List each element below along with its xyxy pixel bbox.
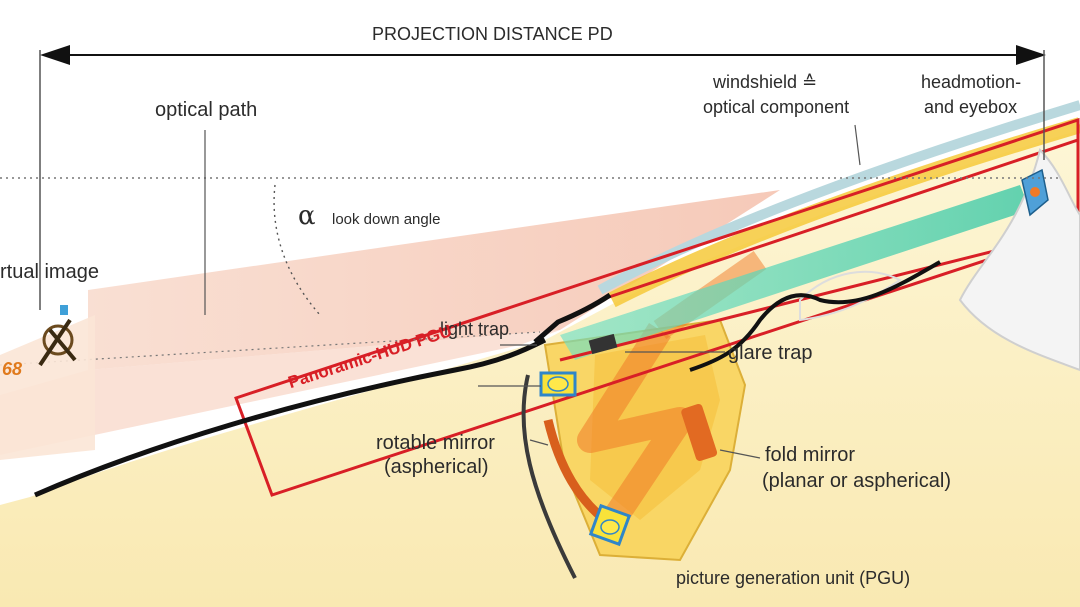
light-trap-label: light trap (440, 319, 510, 339)
optical-path-lower (0, 330, 560, 455)
fold-leader (719, 449, 761, 459)
rotable-leader (529, 439, 549, 446)
windshield-leader (854, 124, 861, 166)
glare-trap-label: glare trap (728, 342, 813, 364)
look-down-angle-label: look down angle (332, 211, 441, 228)
rotable-mirror-label-line2: (aspherical) (384, 456, 489, 478)
arrowhead-left (40, 45, 70, 65)
arrowhead-right (1016, 45, 1046, 65)
green-beam (560, 185, 1030, 360)
fold-mirror-label-line2: (planar or aspherical) (762, 470, 951, 492)
eye-dot (1030, 187, 1040, 197)
dashboard-line (34, 337, 547, 498)
steering-hint (799, 270, 902, 322)
hud-pgu-lens (547, 376, 569, 392)
alpha-symbol: α (298, 201, 316, 231)
windshield-label-line1: windshield ≙ (713, 72, 818, 92)
fold-mirror (681, 403, 718, 461)
rotable-mirror-label-line1: rotable mirror (376, 432, 495, 454)
virtual-image: 68 (0, 305, 95, 460)
glare-trap (588, 333, 618, 355)
headmotion-label-line1: headmotion- (921, 72, 1022, 92)
headmotion-label-line2: and eyebox (924, 97, 1018, 117)
light-trap-line (533, 292, 612, 344)
pgu-label: picture generation unit (PGU) (676, 568, 911, 588)
windshield-label-line2: optical component (703, 97, 850, 117)
glare-trap-line (689, 260, 941, 372)
orange-beam (577, 323, 693, 533)
fold-mirror-label-line1: fold mirror (765, 444, 856, 466)
virtual-image-label: rtual image (0, 261, 99, 283)
optical-path-label: optical path (155, 99, 258, 121)
driver-head (958, 148, 1080, 372)
svg-text:68: 68 (2, 359, 22, 379)
windshield-inner (608, 117, 1080, 308)
housing-wall (521, 374, 577, 579)
eyebox-outline (559, 137, 1080, 362)
projection-distance-label: PROJECTION DISTANCE PD (372, 24, 613, 44)
optical-path-cone (88, 190, 780, 370)
pgu-lens (600, 519, 620, 535)
angle-arc (273, 184, 321, 316)
windshield (597, 100, 1080, 295)
